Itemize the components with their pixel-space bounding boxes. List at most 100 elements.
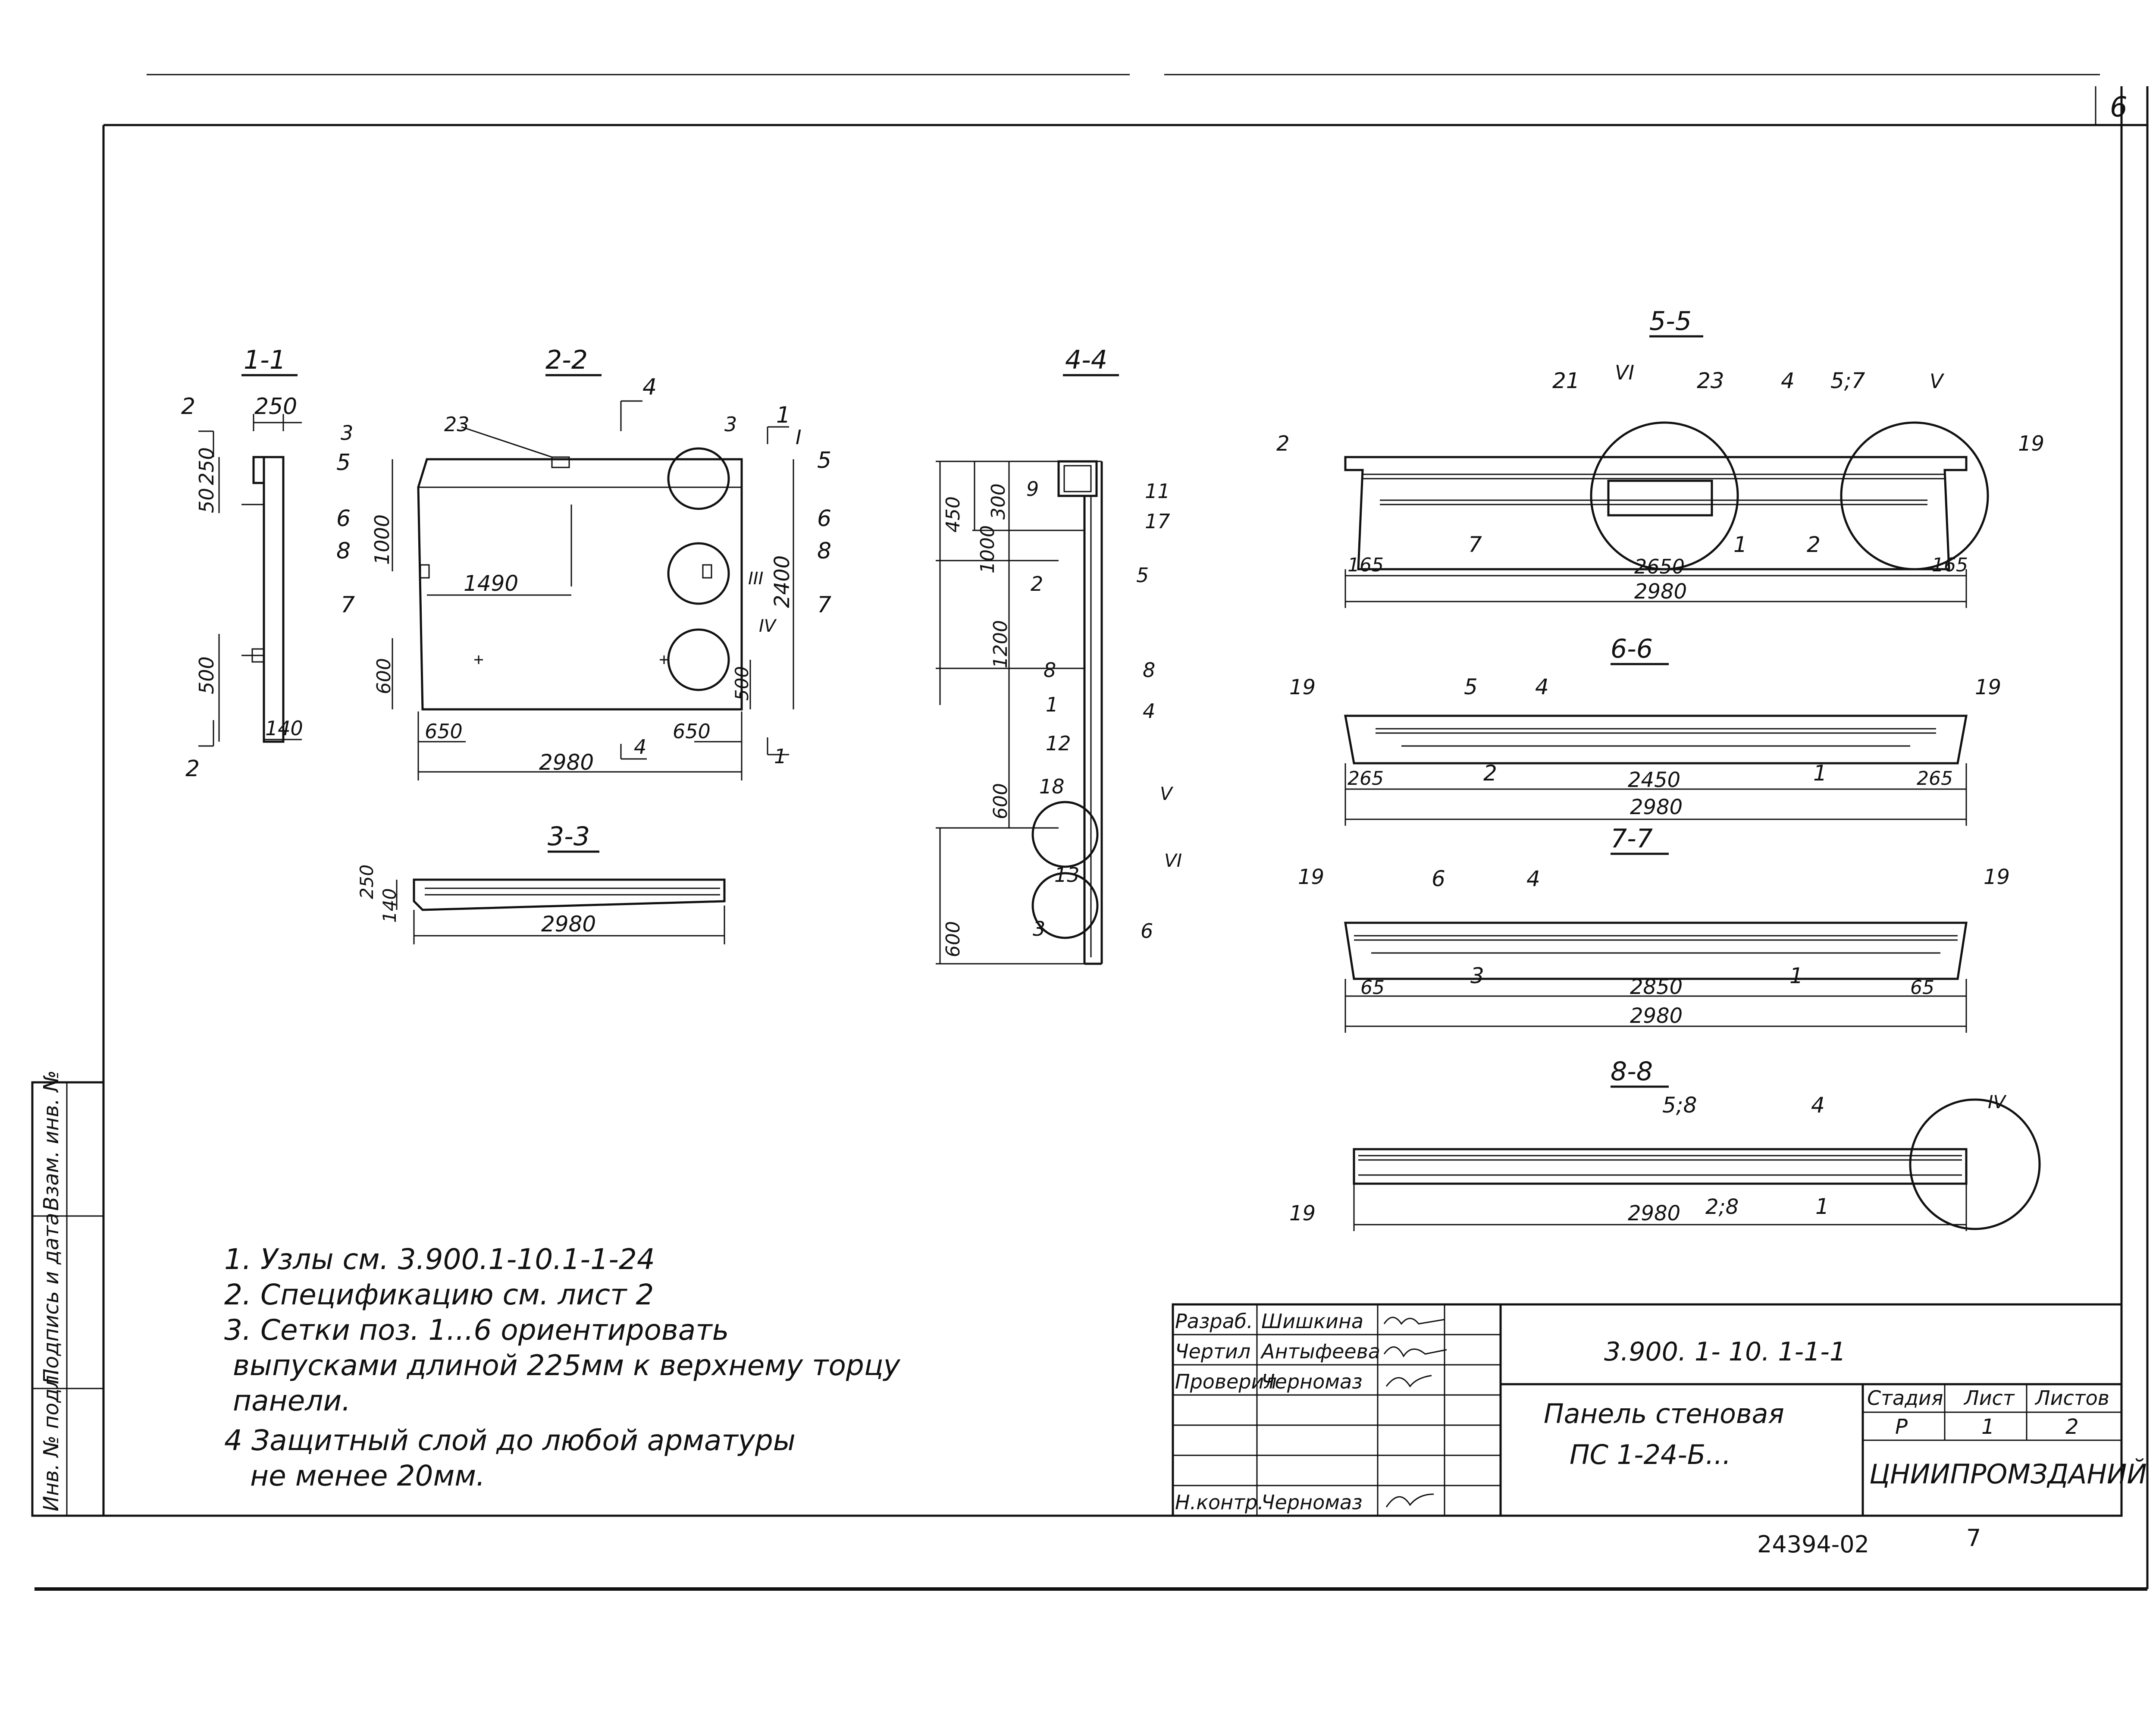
view-3-3: 3-3 250 140 2980: [356, 821, 726, 944]
svg-text:5;7: 5;7: [1830, 368, 1865, 393]
svg-text:50: 50: [195, 488, 218, 513]
note-1: 1. Узлы см. 3.900.1-10.1-1-24: [224, 1243, 655, 1276]
svg-text:165: 165: [1932, 554, 1968, 576]
svg-text:19: 19: [1984, 865, 2010, 889]
svg-text:2;8: 2;8: [1705, 1195, 1739, 1219]
note-3-cont: выпусками длиной 225мм к верхнему торцу: [233, 1349, 900, 1382]
svg-text:19: 19: [2018, 432, 2044, 456]
svg-text:600: 600: [990, 783, 1012, 819]
organization: ЦНИИПРОМЗДАНИЙ: [1869, 1458, 2147, 1490]
svg-text:4: 4: [1143, 699, 1155, 723]
note-3: 3. Сетки поз. 1...6 ориентировать: [224, 1313, 729, 1347]
svg-text:19: 19: [1298, 865, 1324, 889]
svg-text:17: 17: [1145, 510, 1170, 533]
svg-text:4: 4: [1535, 674, 1549, 699]
svg-text:2: 2: [1031, 572, 1043, 596]
signature-mark: [1385, 1493, 1434, 1508]
svg-text:140: 140: [265, 717, 303, 740]
svg-text:5: 5: [817, 448, 831, 473]
svg-text:VI: VI: [1615, 361, 1634, 384]
svg-text:VI: VI: [1164, 850, 1182, 871]
svg-text:250: 250: [195, 447, 218, 485]
svg-text:2980: 2980: [1630, 1004, 1683, 1028]
svg-text:2: 2: [1483, 761, 1497, 786]
svg-text:6: 6: [817, 506, 831, 532]
note-2: 2. Спецификацию см. лист 2: [224, 1278, 654, 1311]
svg-text:1: 1: [1813, 761, 1827, 786]
svg-text:2980: 2980: [541, 912, 596, 937]
svg-text:19: 19: [1975, 675, 2001, 699]
svg-text:300: 300: [987, 483, 1009, 520]
svg-text:2980: 2980: [1628, 1201, 1680, 1226]
note-4: 4 Защитный слой до любой арматуры: [224, 1424, 796, 1457]
svg-text:23: 23: [1697, 368, 1724, 393]
svg-text:1200: 1200: [990, 620, 1012, 668]
signature-mark: [1383, 1316, 1445, 1325]
svg-text:5: 5: [1464, 674, 1478, 699]
svg-text:1: 1: [1789, 963, 1803, 988]
view-title: 5-5: [1649, 306, 1692, 336]
svg-text:1: 1: [1815, 1194, 1829, 1219]
svg-text:8: 8: [817, 538, 831, 564]
sheets-value: 2: [2065, 1415, 2079, 1439]
svg-text:18: 18: [1039, 775, 1065, 798]
svg-text:1: 1: [1733, 532, 1747, 557]
svg-text:165: 165: [1348, 554, 1384, 576]
svg-text:6: 6: [1141, 919, 1153, 943]
stage-header: Стадия: [1867, 1386, 1943, 1410]
svg-text:2: 2: [185, 756, 200, 782]
view-title: 3-3: [548, 821, 590, 852]
view-title: 8-8: [1611, 1056, 1653, 1087]
svg-text:6: 6: [1432, 866, 1445, 891]
svg-text:600: 600: [373, 658, 395, 694]
svg-text:650: 650: [673, 720, 711, 743]
svg-text:1: 1: [776, 402, 790, 428]
tb-role-normcontrol: Н.контр.: [1175, 1491, 1264, 1514]
svg-text:3: 3: [341, 421, 353, 445]
svg-text:V: V: [1160, 783, 1174, 804]
svg-text:4: 4: [1781, 368, 1795, 393]
svg-text:2980: 2980: [1634, 580, 1687, 604]
svg-text:3: 3: [724, 413, 737, 436]
svg-text:1000: 1000: [370, 514, 394, 565]
svg-text:1: 1: [1046, 693, 1058, 716]
sheet-value: 1: [1981, 1415, 1995, 1439]
svg-text:12: 12: [1046, 732, 1071, 755]
svg-text:11: 11: [1145, 480, 1170, 503]
svg-text:265: 265: [1917, 768, 1953, 790]
svg-text:65: 65: [1360, 977, 1385, 999]
svg-text:265: 265: [1348, 768, 1384, 790]
svg-text:2400: 2400: [770, 555, 794, 608]
svg-text:V: V: [1930, 370, 1945, 393]
view-4-4: 4-4 450 300 1000 1200 600 600 9 2 8 1 12…: [936, 345, 1182, 965]
svg-text:7: 7: [341, 592, 355, 618]
tb-name-drafter: Антыфеева: [1260, 1340, 1380, 1363]
svg-text:1000: 1000: [977, 525, 999, 574]
tb-role-checker: Проверил: [1175, 1370, 1277, 1393]
note-4-cont: не менее 20мм.: [250, 1459, 486, 1492]
view-2-2: 2-2 23 4 3 3 1: [336, 345, 831, 780]
view-title: 4-4: [1065, 345, 1107, 375]
svg-text:19: 19: [1289, 675, 1316, 699]
view-title: 2-2: [545, 345, 588, 375]
svg-text:4: 4: [642, 374, 657, 400]
svg-text:140: 140: [379, 888, 400, 923]
svg-text:65: 65: [1910, 977, 1934, 999]
sheet-header: Лист: [1963, 1386, 2015, 1410]
title-block: [1172, 1303, 2123, 1517]
svg-text:4: 4: [634, 735, 646, 759]
view-7-7: 7-7 19 6 4 19 65 3 2850 1 65 2980: [1298, 824, 2010, 1033]
svg-text:500: 500: [731, 666, 752, 701]
view-title: 7-7: [1611, 824, 1653, 854]
page-number: 7: [1966, 1524, 1981, 1551]
svg-text:21: 21: [1552, 368, 1580, 393]
svg-text:250: 250: [254, 394, 297, 420]
stamp-signature-date: Подпись и дата: [39, 1213, 63, 1384]
svg-text:2980: 2980: [1630, 795, 1683, 819]
view-8-8: 8-8 5;8 4 IV 19 2;8 1 2980: [1289, 1056, 2041, 1231]
view-1-1: 1-1 2 250 250 50 500 140 2: [181, 345, 303, 782]
svg-text:1490: 1490: [464, 571, 518, 596]
sheet-frame: [34, 74, 2149, 1591]
svg-text:7: 7: [1468, 532, 1482, 557]
view-title: 6-6: [1611, 634, 1653, 664]
